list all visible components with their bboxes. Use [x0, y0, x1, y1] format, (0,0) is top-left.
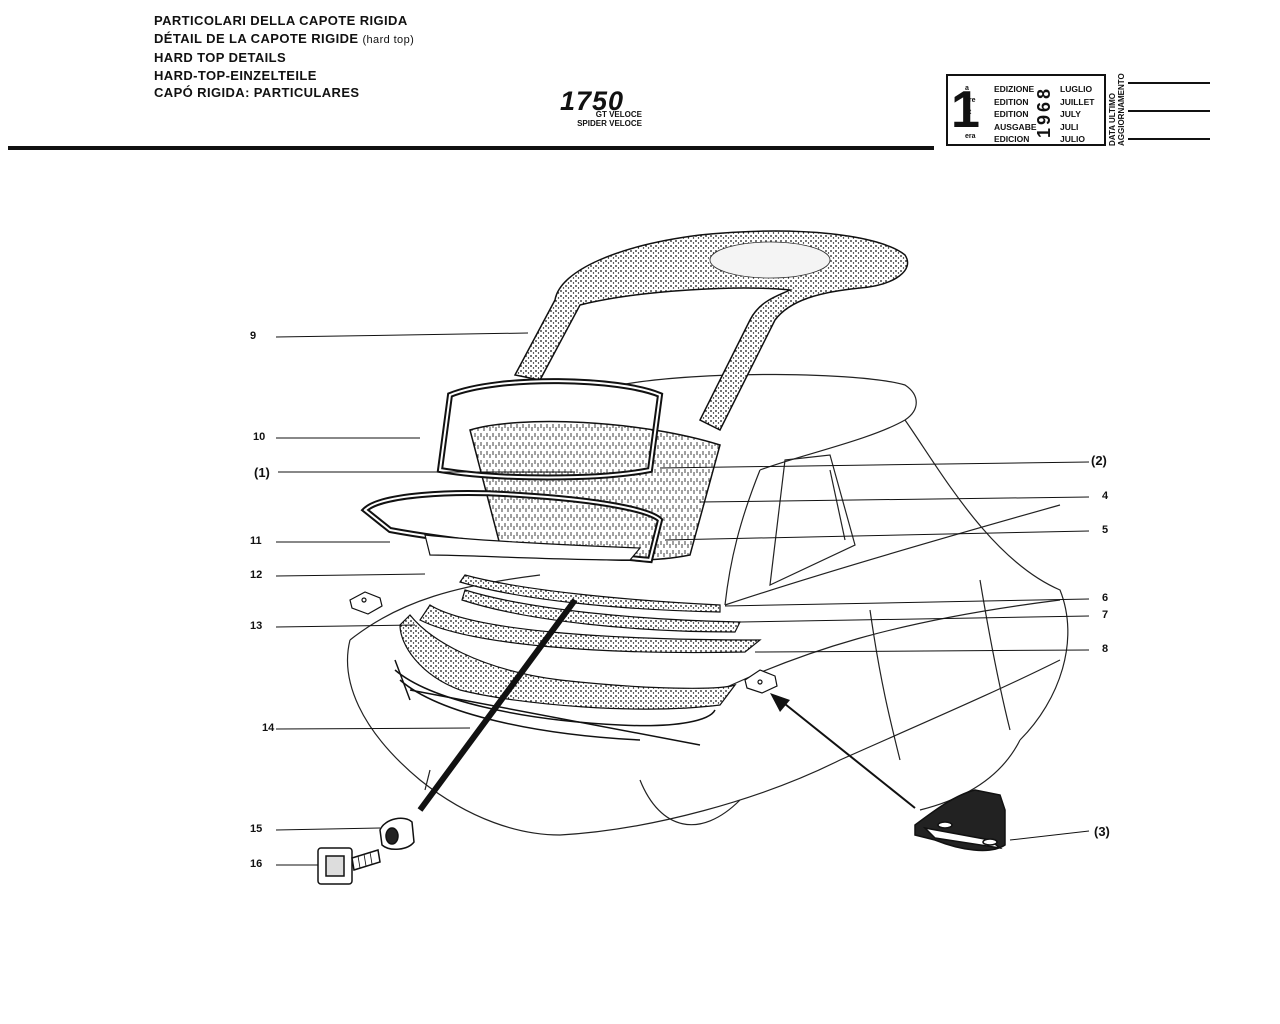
title-english: HARD TOP DETAILS [154, 50, 287, 65]
model-variant-gt: GT VELOCE [595, 110, 642, 119]
edition-suffix: ere [965, 97, 976, 104]
rear-seal-parts [419, 574, 762, 654]
edition-suffix: st [965, 109, 972, 116]
seal-part-8 [419, 604, 762, 654]
edition-month: LUGLIO [1060, 84, 1093, 94]
callout-2: (2) [1091, 453, 1107, 468]
update-line [1128, 110, 1210, 112]
hardtop-shell-part-9 [513, 230, 909, 432]
callout-11: 11 [250, 535, 262, 547]
edition-word: EDITION [994, 96, 1029, 107]
pointer-arrow-left [417, 598, 578, 812]
edition-number: 1 [951, 81, 980, 139]
edition-word: AUSGABE [994, 121, 1037, 132]
title-french-note: (hard top) [362, 33, 415, 46]
callout-8: 8 [1102, 643, 1109, 655]
edition-box: 1 a ere st . era EDIZIONE EDITION EDITIO… [946, 74, 1106, 146]
update-line [1128, 138, 1210, 140]
edition-month: JULY [1060, 109, 1081, 119]
edition-month: JULI [1060, 121, 1079, 132]
callout-7: 7 [1102, 609, 1109, 621]
header-titles: PARTICOLARI DELLA CAPOTE RIGIDA DÉTAIL D… [154, 12, 414, 102]
title-french: DÉTAIL DE LA CAPOTE RIGIDE (hard top) [154, 30, 414, 50]
callout-4: 4 [1102, 490, 1109, 502]
callout-5: 5 [1102, 524, 1109, 536]
callout-13: 13 [250, 620, 263, 632]
edition-month: JULIO [1060, 134, 1086, 144]
edition-month: JUILLET [1060, 96, 1095, 107]
bracket-small-right [744, 669, 778, 694]
bracket-large-part-3 [914, 789, 1006, 852]
callout-14: 14 [262, 722, 275, 734]
callout-12: 12 [250, 569, 263, 581]
edition-months: LUGLIO JUILLET JULY JULI JULIO [1060, 83, 1094, 146]
callout-15: 15 [250, 823, 263, 835]
title-german: HARD-TOP-EINZELTEILE [154, 67, 317, 83]
pointer-arrow-right [770, 693, 916, 809]
callout-6: 6 [1102, 592, 1109, 604]
edition-word: EDIZIONE [994, 84, 1035, 94]
model-variant-spider: SPIDER VELOCE [577, 119, 642, 128]
edition-words: EDIZIONE EDITION EDITION AUSGABE EDICION [994, 83, 1037, 146]
update-line [1128, 82, 1210, 84]
trim-part-14 [394, 659, 716, 746]
callout-16: 16 [250, 858, 263, 870]
title-italian: PARTICOLARI DELLA CAPOTE RIGIDA [154, 13, 408, 28]
title-french-text: DÉTAIL DE LA CAPOTE RIGIDE [154, 30, 359, 46]
header-rule [8, 146, 934, 150]
callout-leaders [275, 332, 1090, 866]
callout-9: 9 [250, 330, 257, 342]
trim-strip-part-12 [424, 534, 642, 561]
nut-bolt-part-16 [317, 847, 381, 885]
callout-1: (1) [254, 465, 270, 480]
screw-part-15 [379, 817, 415, 850]
callout-10: 10 [253, 431, 266, 443]
window-seal-part-10 [436, 378, 664, 481]
model-variants: GT VELOCE SPIDER VELOCE [576, 110, 642, 128]
seal-part-6 [459, 574, 721, 613]
callout-3: (3) [1094, 824, 1110, 839]
edition-suffix: era [965, 133, 976, 140]
edition-word: EDICION [994, 134, 1030, 144]
title-spanish: CAPÓ RIGIDA: PARTICULARES [154, 85, 360, 100]
edition-word: EDITION [994, 109, 1029, 119]
seal-part-13 [399, 614, 737, 710]
seal-part-7 [461, 589, 741, 633]
edition-suffix: . [965, 121, 967, 128]
model-number: 1750 [560, 86, 625, 116]
bracket-small-left [349, 591, 383, 615]
edition-suffix: a [965, 85, 969, 92]
